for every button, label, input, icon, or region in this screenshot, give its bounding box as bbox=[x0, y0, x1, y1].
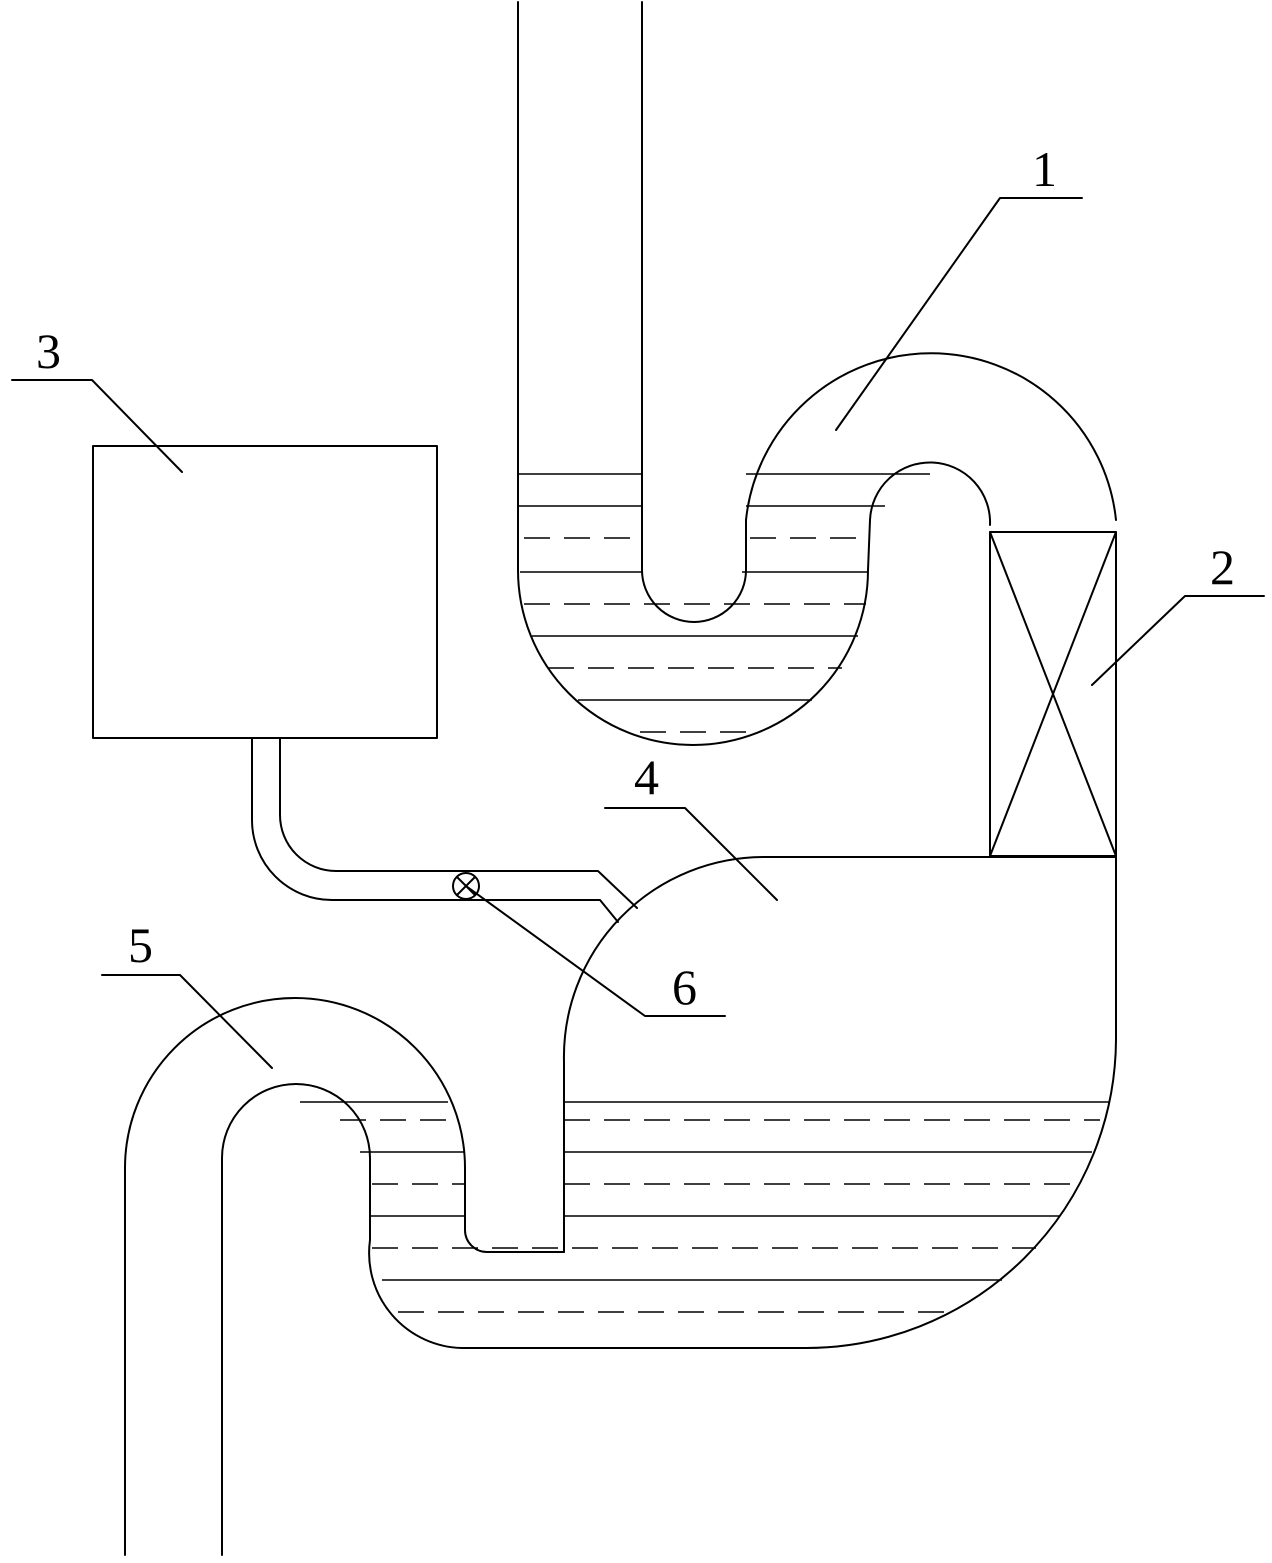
label-1: 1 bbox=[1032, 141, 1057, 197]
component-3-box bbox=[92, 445, 438, 739]
pipe-5-outer bbox=[124, 997, 565, 1556]
upper-trap-liquid bbox=[518, 473, 930, 733]
leader-5 bbox=[101, 974, 273, 1069]
lower-chamber-liquid bbox=[300, 1101, 1110, 1313]
connecting-pipe bbox=[251, 737, 638, 923]
chamber-4-assembly bbox=[124, 856, 1117, 1556]
label-3: 3 bbox=[36, 323, 61, 379]
leader-2 bbox=[1091, 595, 1265, 686]
label-2: 2 bbox=[1210, 539, 1235, 595]
part-labels: 1 2 3 4 5 6 bbox=[36, 141, 1235, 1015]
leader-lines bbox=[11, 197, 1265, 1069]
chamber-4-shell bbox=[221, 856, 1117, 1556]
inlet-pipe-inner-wall bbox=[641, 1, 747, 623]
component-2-box bbox=[989, 531, 1117, 857]
label-5: 5 bbox=[128, 917, 153, 973]
leader-1 bbox=[835, 197, 1083, 431]
leader-6 bbox=[465, 885, 726, 1017]
label-4: 4 bbox=[634, 749, 659, 805]
label-6: 6 bbox=[672, 959, 697, 1015]
leader-3 bbox=[11, 379, 183, 473]
inlet-pipe-left-wall bbox=[517, 1, 992, 746]
pipe-1-outer-arc bbox=[745, 352, 1117, 521]
upper-trap-assembly bbox=[517, 1, 1117, 746]
leader-4 bbox=[604, 807, 778, 901]
